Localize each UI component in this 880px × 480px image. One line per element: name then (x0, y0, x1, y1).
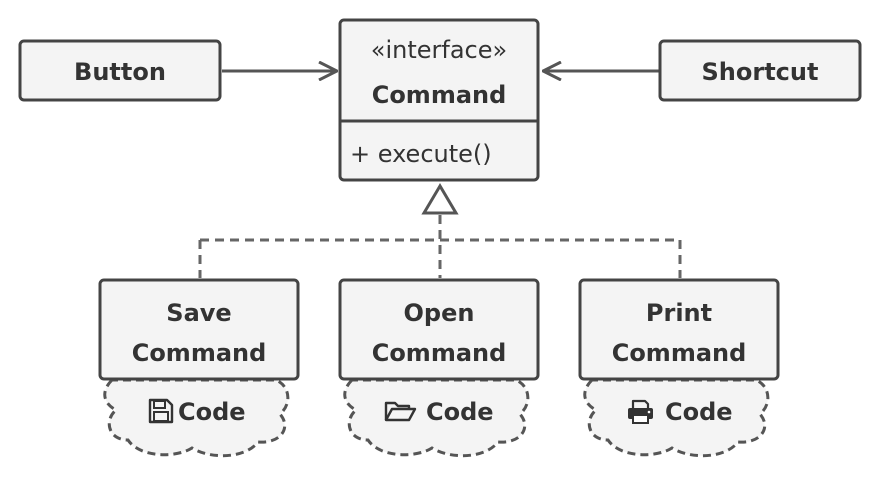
floppy-disk-icon (148, 398, 174, 424)
save-command-line1: Save (166, 299, 231, 327)
button-node: Button (18, 39, 222, 102)
print-command-line2: Command (612, 339, 747, 367)
open-command-line2: Command (372, 339, 507, 367)
command-method: + execute() (350, 140, 492, 168)
folder-open-icon (384, 401, 417, 422)
button-label: Button (74, 58, 166, 86)
print-command-line1: Print (646, 299, 712, 327)
save-command-line2: Command (132, 339, 267, 367)
print-code-cloud (583, 378, 770, 458)
open-code-cloud (343, 378, 530, 458)
print-code-label: Code (665, 398, 733, 426)
open-command-node: Open Command (338, 278, 540, 381)
command-name: Command (372, 81, 507, 109)
save-code-label: Code (178, 398, 246, 426)
print-command-node: Print Command (578, 278, 780, 381)
command-interface-node: «interface» Command + execute() (338, 18, 540, 182)
realization-connectors (198, 183, 682, 278)
realization-triangle (421, 183, 459, 215)
open-code-label: Code (426, 398, 494, 426)
shortcut-node: Shortcut (658, 39, 862, 102)
shortcut-label: Shortcut (702, 58, 819, 86)
printer-icon (628, 399, 653, 424)
open-command-line1: Open (404, 299, 475, 327)
save-command-node: Save Command (98, 278, 300, 381)
command-stereotype: «interface» (371, 36, 507, 64)
